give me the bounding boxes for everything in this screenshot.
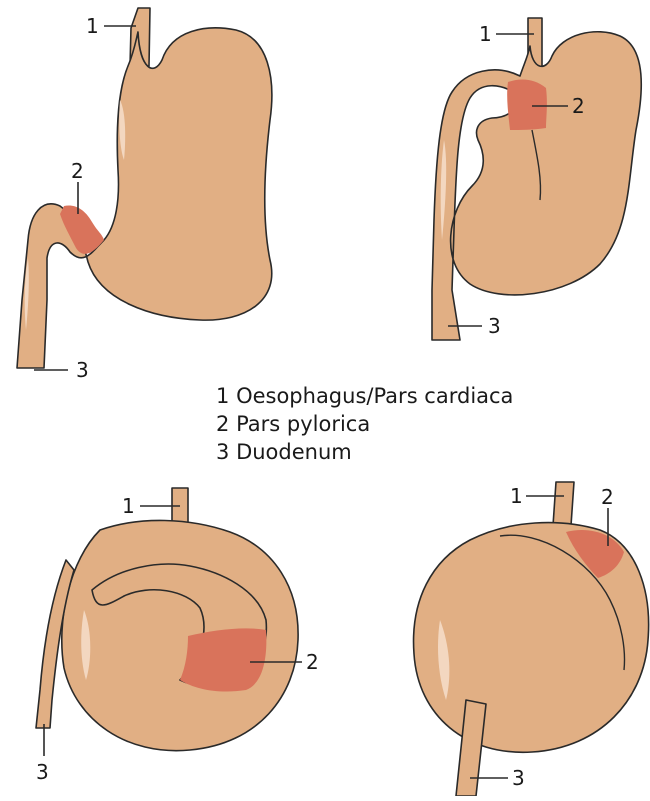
- legend-text: Pars pylorica: [236, 412, 370, 436]
- stage-3-stomach: [36, 488, 298, 751]
- legend-item-3: 3 Duodenum: [216, 438, 513, 466]
- stage-2-stomach-body: [432, 32, 641, 340]
- stage-2-stomach: [432, 18, 641, 340]
- legend-number: 3: [216, 440, 229, 464]
- stage-2-label-1: 1: [479, 22, 492, 46]
- stage-2-label-3: 3: [488, 314, 501, 338]
- legend-text: Oesophagus/Pars cardiaca: [236, 384, 513, 408]
- stage-1-stomach: [17, 8, 272, 368]
- stage-4-label-1: 1: [510, 484, 523, 508]
- stage-1-label-2: 2: [71, 159, 84, 183]
- legend-number: 1: [216, 384, 229, 408]
- stage-2-label-2: 2: [572, 94, 585, 118]
- stage-3-pars-pylorica: [180, 628, 266, 691]
- legend-number: 2: [216, 412, 229, 436]
- stage-1-label-1: 1: [86, 14, 99, 38]
- stage-3-label-3: 3: [36, 760, 49, 784]
- legend-item-1: 1 Oesophagus/Pars cardiaca: [216, 382, 513, 410]
- stage-1-label-3: 3: [76, 358, 89, 382]
- stage-4-stomach: [414, 482, 649, 796]
- stage-1-stomach-body: [17, 28, 272, 368]
- stage-4-label-2: 2: [601, 485, 614, 509]
- stage-3-label-1: 1: [122, 494, 135, 518]
- legend-text: Duodenum: [236, 440, 352, 464]
- stage-2-pars-pylorica: [507, 80, 547, 130]
- stage-3-label-2: 2: [306, 650, 319, 674]
- stage-4-label-3: 3: [512, 766, 525, 790]
- legend-item-2: 2 Pars pylorica: [216, 410, 513, 438]
- legend: 1 Oesophagus/Pars cardiaca 2 Pars pylori…: [216, 382, 513, 466]
